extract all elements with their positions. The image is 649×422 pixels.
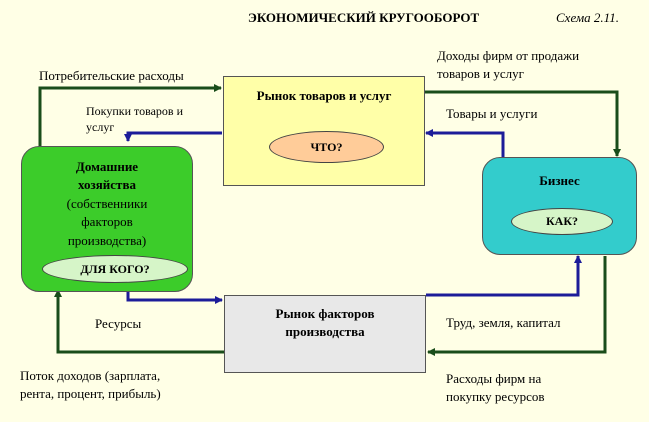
consumer-spending-label: Потребительские расходы <box>39 68 184 83</box>
households-box: Домашние хозяйства (собственники факторо… <box>21 146 193 292</box>
purchases-label-line1: Покупки товаров и <box>86 104 184 118</box>
goods-services-arrow <box>425 129 505 158</box>
firm-revenue-label-line2: товаров и услуг <box>437 66 524 81</box>
consumer-spending-arrow <box>38 84 222 150</box>
factors-market-label-line1: Рынок факторов <box>275 306 375 321</box>
labor-land-capital-arrow <box>426 255 582 297</box>
firm-costs-label-line1: Расходы фирм на <box>446 371 542 386</box>
households-sub-line1: (собственники <box>66 196 148 211</box>
firm-revenue-label-line1: Доходы фирм от продажи <box>437 48 580 63</box>
question-for-whom-oval: ДЛЯ КОГО? <box>42 255 188 283</box>
resources-arrow <box>126 292 223 304</box>
diagram-title: ЭКОНОМИЧЕСКИЙ КРУГООБОРОТ <box>248 10 480 25</box>
households-sub-line2: факторов <box>81 214 133 229</box>
scheme-label: Схема 2.11. <box>556 10 619 25</box>
households-label-line2: хозяйства <box>78 177 136 192</box>
firm-costs-arrow <box>427 256 607 356</box>
goods-market-box: Рынок товаров и услуг ЧТО? <box>223 76 425 186</box>
households-sub-line3: производства) <box>67 233 147 248</box>
factors-market-label-line2: производства <box>285 324 365 339</box>
question-what-oval: ЧТО? <box>269 131 384 163</box>
business-box: Бизнес КАК? <box>482 157 637 255</box>
goods-market-label: Рынок товаров и услуг <box>256 88 392 103</box>
resources-label: Ресурсы <box>95 316 142 331</box>
business-label: Бизнес <box>539 173 580 188</box>
income-flow-label-line2: рента, процент, прибыль) <box>20 386 161 401</box>
income-flow-label-line1: Поток доходов (зарплата, <box>20 368 161 383</box>
factors-market-box: Рынок факторов производства <box>224 295 426 373</box>
firm-revenue-arrow <box>424 90 621 157</box>
income-flow-arrow <box>54 289 224 354</box>
firm-costs-label-line2: покупку ресурсов <box>446 389 545 404</box>
purchases-arrow <box>124 131 222 142</box>
purchases-label-line2: услуг <box>86 120 115 134</box>
goods-services-label: Товары и услуги <box>446 106 538 121</box>
households-label-line1: Домашние <box>75 159 139 174</box>
labor-land-capital-label: Труд, земля, капитал <box>446 315 561 330</box>
question-how-oval: КАК? <box>511 208 613 235</box>
